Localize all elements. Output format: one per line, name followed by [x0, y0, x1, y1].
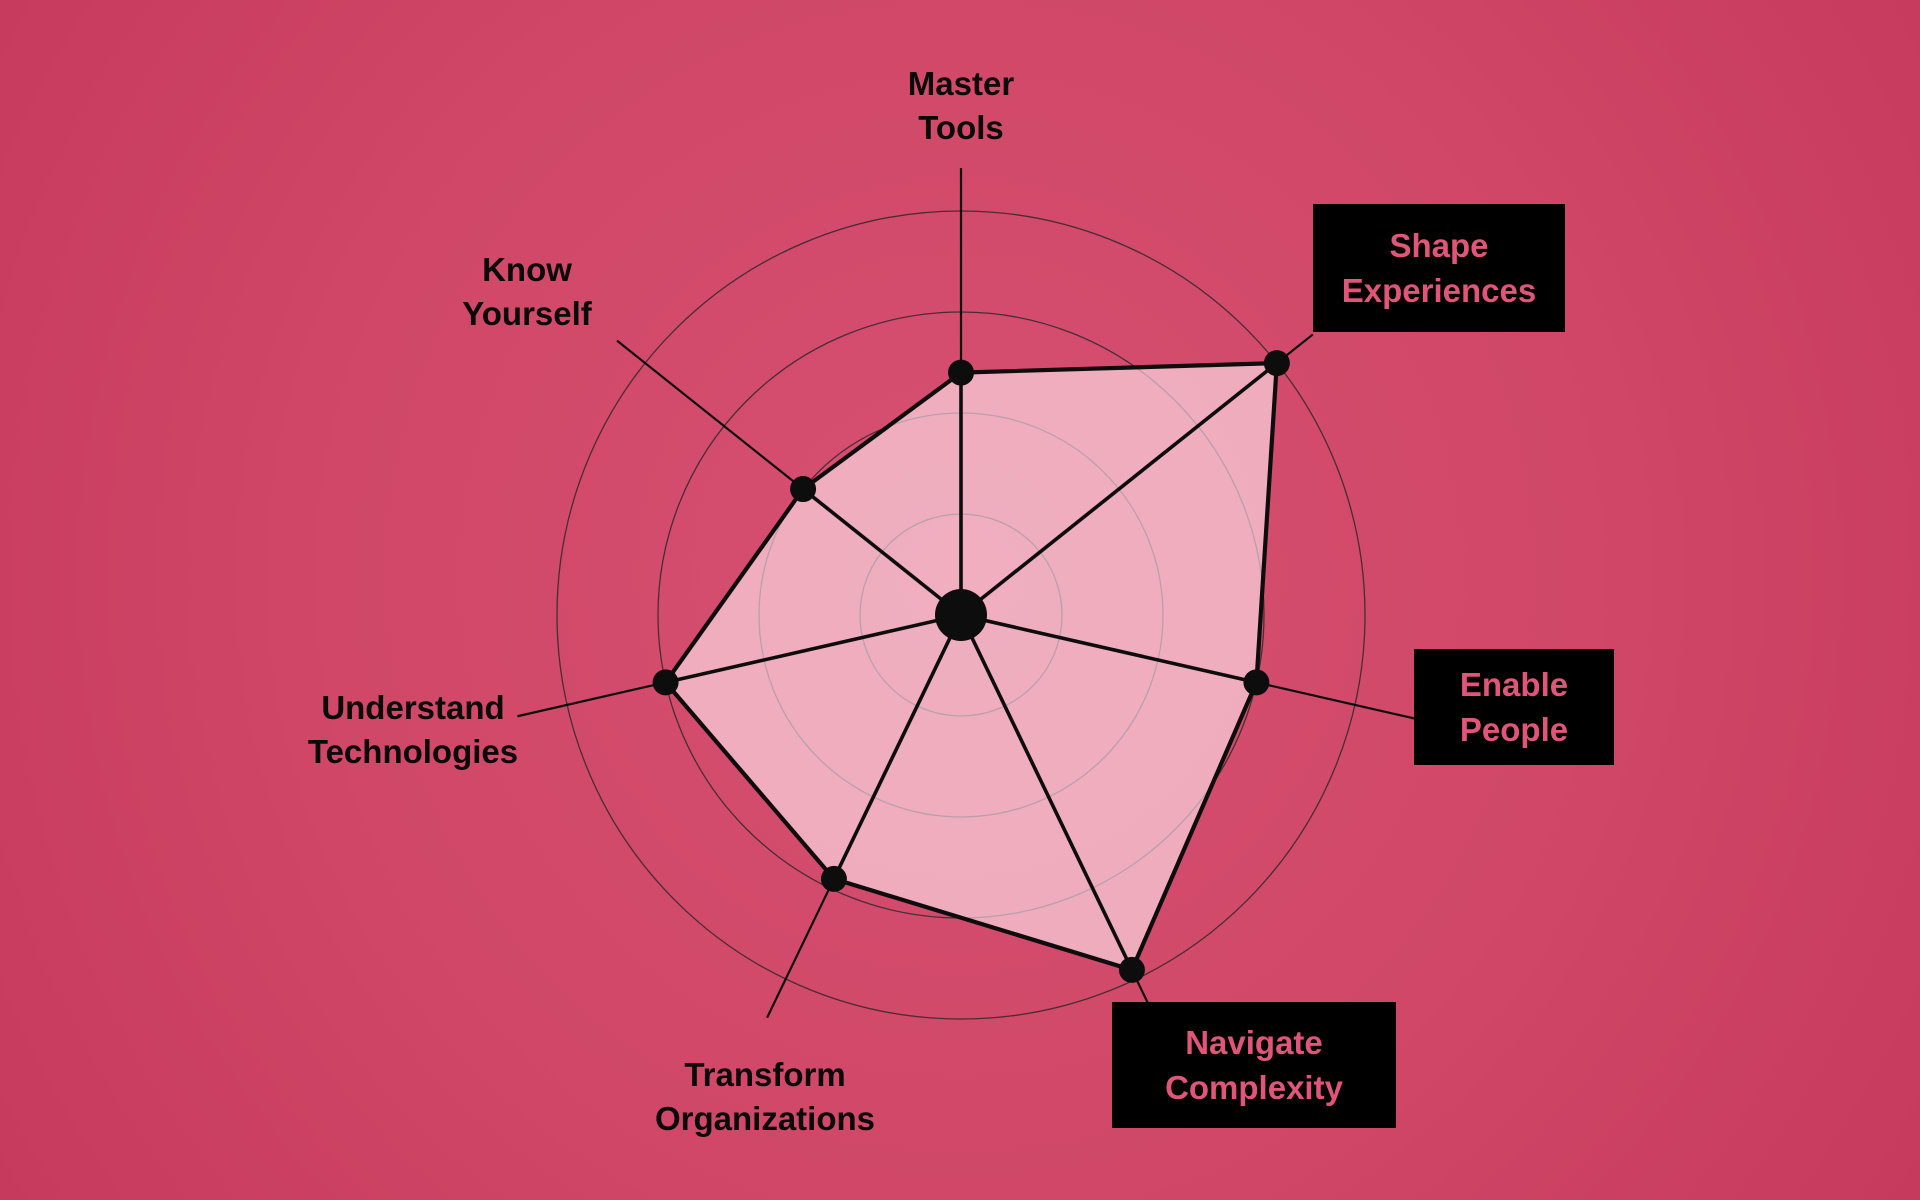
- axis-label-line: Transform: [684, 1056, 846, 1093]
- axis-label-line: Complexity: [1165, 1069, 1343, 1106]
- radar-polygon: [662, 360, 1280, 973]
- radar-vertex-dot: [820, 865, 847, 892]
- axis-label-line: Know: [482, 251, 572, 288]
- radar-center-dot: [935, 589, 987, 641]
- axis-label-box-navigate-complexity: Navigate Complexity: [1112, 1002, 1396, 1128]
- axis-label-line: Yourself: [462, 295, 592, 332]
- radar-vertex-dot: [790, 476, 817, 503]
- axis-label-line: People: [1459, 711, 1569, 748]
- radar-spoke: [832, 614, 963, 880]
- axis-label-line: Master: [907, 65, 1015, 102]
- axis-label-box-shape-experiences: Shape Experiences: [1313, 204, 1565, 332]
- radar-spoke: [959, 361, 1278, 617]
- axis-label-transform-organizations: Transform Organizations: [655, 1053, 875, 1141]
- radar-vertex-dot: [948, 359, 974, 386]
- axis-label-master-tools: Master Tools: [908, 62, 1014, 150]
- axis-label-box-enable-people: Enable People: [1414, 649, 1614, 765]
- axis-label-line: Understand: [321, 689, 505, 726]
- radar-vertex-dot: [1118, 956, 1145, 983]
- axis-label-line: Organizations: [654, 1100, 876, 1137]
- axis-label-line: Navigate: [1185, 1024, 1323, 1061]
- axis-label-line: Technologies: [307, 733, 519, 770]
- radar-spoke: [959, 614, 1134, 971]
- radar-spoke: [665, 613, 962, 685]
- axis-label-understand-technologies: Understand Technologies: [308, 686, 518, 774]
- axis-label-know-yourself: Know Yourself: [462, 248, 592, 336]
- radar-spoke: [801, 487, 963, 617]
- axis-label-line: Enable: [1459, 666, 1569, 703]
- radar-vertex-dot: [652, 669, 679, 696]
- axis-label-line: Shape: [1389, 227, 1489, 264]
- radar-spoke: [960, 613, 1257, 685]
- radar-vertex-dot: [1263, 350, 1290, 377]
- axis-label-line: Tools: [918, 109, 1004, 146]
- radar-vertex-dot: [1243, 669, 1270, 696]
- axis-label-line: Experiences: [1341, 272, 1537, 309]
